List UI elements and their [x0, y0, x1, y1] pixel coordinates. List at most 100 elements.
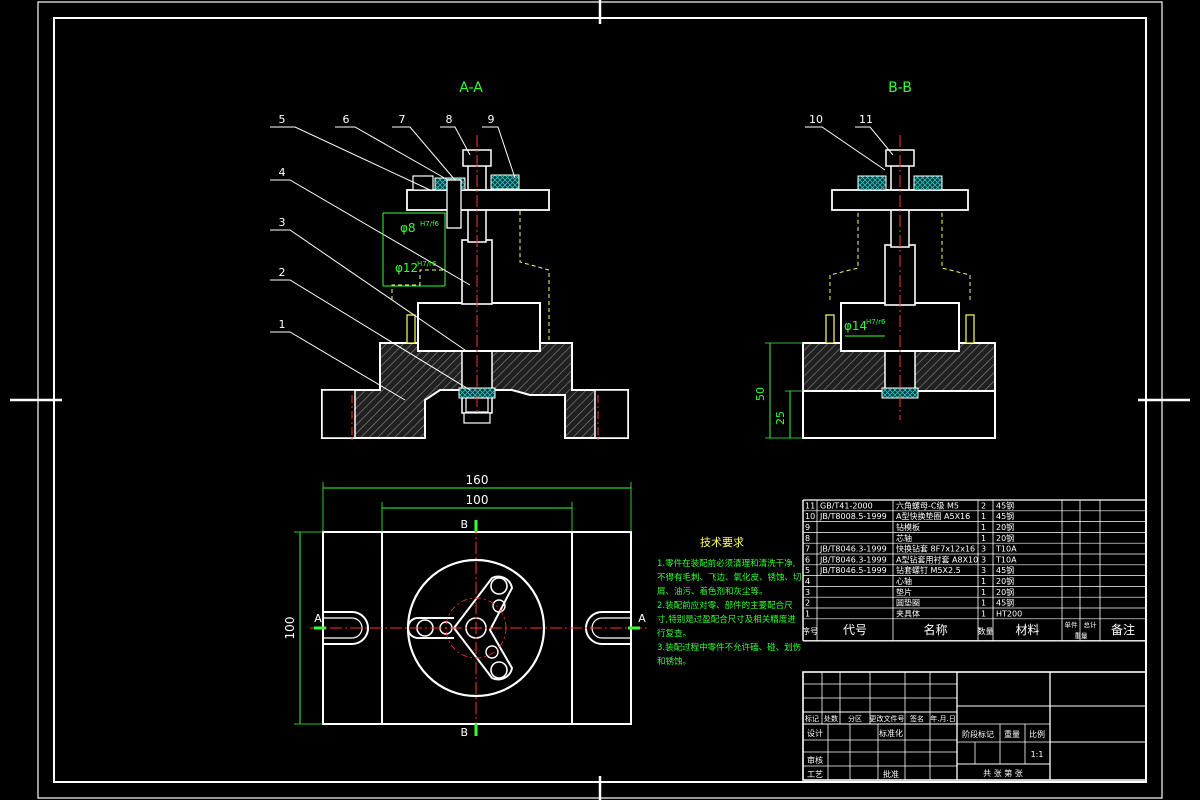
bom-material: T10A — [995, 545, 1017, 554]
balloon-3: 3 — [279, 216, 286, 229]
bom-header-note: 备注 — [1111, 622, 1135, 637]
tb-stage-mark: 阶段标记 — [962, 729, 994, 739]
tb-process: 工艺 — [807, 770, 823, 779]
bom-material: 20钢 — [996, 576, 1014, 586]
bom-no: 11 — [805, 501, 815, 510]
bom-qty: 1 — [981, 599, 986, 608]
bom-material: HT200 — [996, 609, 1022, 618]
dim-w160: 160 — [466, 473, 489, 487]
bom-code: GB/T41-2000 — [820, 501, 873, 510]
tech-requirements: 技术要求 1.零件在装配前必须清理和清洗干净, 不得有毛刺、飞边、氧化皮、锈蚀、… — [657, 536, 802, 667]
bom-header-weight: 重量 — [1075, 632, 1089, 640]
bom-no: 5 — [805, 566, 810, 575]
dim-d8: φ8 — [400, 221, 416, 235]
bom-material: 45钢 — [996, 598, 1014, 608]
balloon-9: 9 — [488, 113, 495, 126]
dims-bb: φ14 H7/r6 50 25 — [754, 318, 886, 439]
dims-aa: φ8 H7/f6 φ12 H7/r6 — [382, 213, 445, 287]
bom-name: 六角螺母-C级 M5 — [896, 500, 959, 510]
tb-sheets: 共 张 第 张 — [983, 768, 1023, 778]
bom-name: 钻模板 — [896, 522, 920, 532]
dim-h100: 100 — [283, 617, 297, 640]
balloon-8: 8 — [446, 113, 453, 126]
bom-header-code: 代号 — [843, 623, 867, 637]
title-block-text: 标记 处数 分区 更改文件号 签名 年.月.日 设计 标准化 审核 工艺 批准 … — [805, 714, 1045, 779]
section-aa-label: A-A — [459, 80, 483, 96]
balloon-7: 7 — [399, 113, 406, 126]
section-bb-view — [802, 135, 996, 439]
bom-material: 20钢 — [996, 587, 1014, 597]
tech-req-line: 屑、油污、着色剂和灰尘等。 — [657, 586, 768, 597]
section-bb-label: B-B — [888, 80, 912, 96]
leaders-aa — [270, 126, 516, 401]
plan-mark-a-right: A — [638, 612, 646, 625]
dim-d14-fit: H7/r6 — [866, 318, 886, 326]
tb-marks: 标记 — [805, 714, 819, 723]
dim-d12-fit: H7/r6 — [417, 260, 437, 268]
plan-mark-b-bottom: B — [460, 726, 468, 739]
tech-req-title: 技术要求 — [700, 536, 744, 549]
bom-name: 圆垫圈 — [896, 598, 920, 608]
bom-name: A型钻套用衬套 A8X10 — [896, 554, 978, 564]
bom-qty: 3 — [981, 545, 986, 554]
dim-h25: 25 — [774, 411, 787, 425]
tb-design: 设计 — [807, 728, 823, 738]
bom-qty: 1 — [981, 523, 986, 532]
bom-no: 8 — [805, 534, 810, 543]
bom-no: 10 — [805, 512, 815, 521]
bom-header-no: 序号 — [802, 626, 818, 636]
bom-name: 快换钻套 8F7x12x16 — [896, 544, 975, 554]
bom-qty: 2 — [981, 501, 986, 510]
dim-d12: φ12 — [395, 261, 418, 275]
tech-req-line: 2.装配前应对零、部件的主要配合尺 — [657, 600, 793, 611]
bom-code: JB/T8046.5-1999 — [819, 566, 887, 575]
bom-material: 45钢 — [996, 500, 1014, 510]
bom-code: JB/T8046.3-1999 — [819, 545, 887, 554]
bom-name: 垫片 — [896, 587, 912, 597]
tech-req-line: 寸,特别是过盈配合尺寸及相关精度进 — [657, 614, 796, 625]
bom-name: 心轴 — [896, 576, 912, 586]
dim-h50: 50 — [754, 387, 767, 401]
bom-no: 9 — [805, 523, 810, 532]
balloon-10: 10 — [809, 113, 823, 126]
tech-req-line: 行复查。 — [657, 628, 691, 639]
bom-qty: 1 — [981, 534, 986, 543]
plan-dims: 160 100 100 — [283, 473, 632, 725]
section-aa-view — [321, 135, 629, 440]
balloon-6: 6 — [343, 113, 350, 126]
plan-mark-a-left: A — [314, 612, 322, 625]
bom-material: 45钢 — [996, 565, 1014, 575]
bom-qty: 3 — [981, 566, 986, 575]
tb-scale-value: 1:1 — [1031, 750, 1044, 759]
dim-d14: φ14 — [844, 319, 867, 333]
bom-header-qty: 数量 — [978, 626, 994, 636]
bom-qty: 1 — [981, 588, 986, 597]
bom-code: JB/T8046.3-1999 — [819, 555, 887, 564]
bom-name: 夹具体 — [896, 608, 920, 618]
bom-no: 1 — [805, 609, 810, 618]
balloon-numbers-aa: 5 6 7 8 9 4 3 2 1 — [279, 113, 495, 331]
bom-no: 4 — [805, 577, 810, 586]
bom-qty: 1 — [981, 512, 986, 521]
tech-req-line: 和锈蚀。 — [657, 656, 691, 667]
tb-change-doc: 更改文件号 — [870, 714, 905, 723]
bom-no: 6 — [805, 555, 810, 564]
bom-no: 2 — [805, 599, 810, 608]
tb-scale: 比例 — [1029, 729, 1045, 739]
tb-approve: 批准 — [883, 769, 899, 779]
balloon-4: 4 — [279, 166, 286, 179]
bom-material: 20钢 — [996, 522, 1014, 532]
bom-name: 芯轴 — [896, 533, 912, 543]
bom-qty: 3 — [981, 555, 986, 564]
balloon-1: 1 — [279, 318, 286, 331]
bom-material: 45钢 — [996, 511, 1014, 521]
bom-material: T10A — [995, 555, 1017, 564]
balloon-2: 2 — [279, 266, 286, 279]
bom-name: 钻套螺钉 M5X2.5 — [896, 565, 961, 575]
bom-material: 20钢 — [996, 533, 1014, 543]
bom-header-total-weight: 总计 — [1084, 620, 1098, 629]
plan-mark-b-top: B — [460, 518, 468, 531]
dim-d8-fit: H7/f6 — [420, 220, 440, 228]
